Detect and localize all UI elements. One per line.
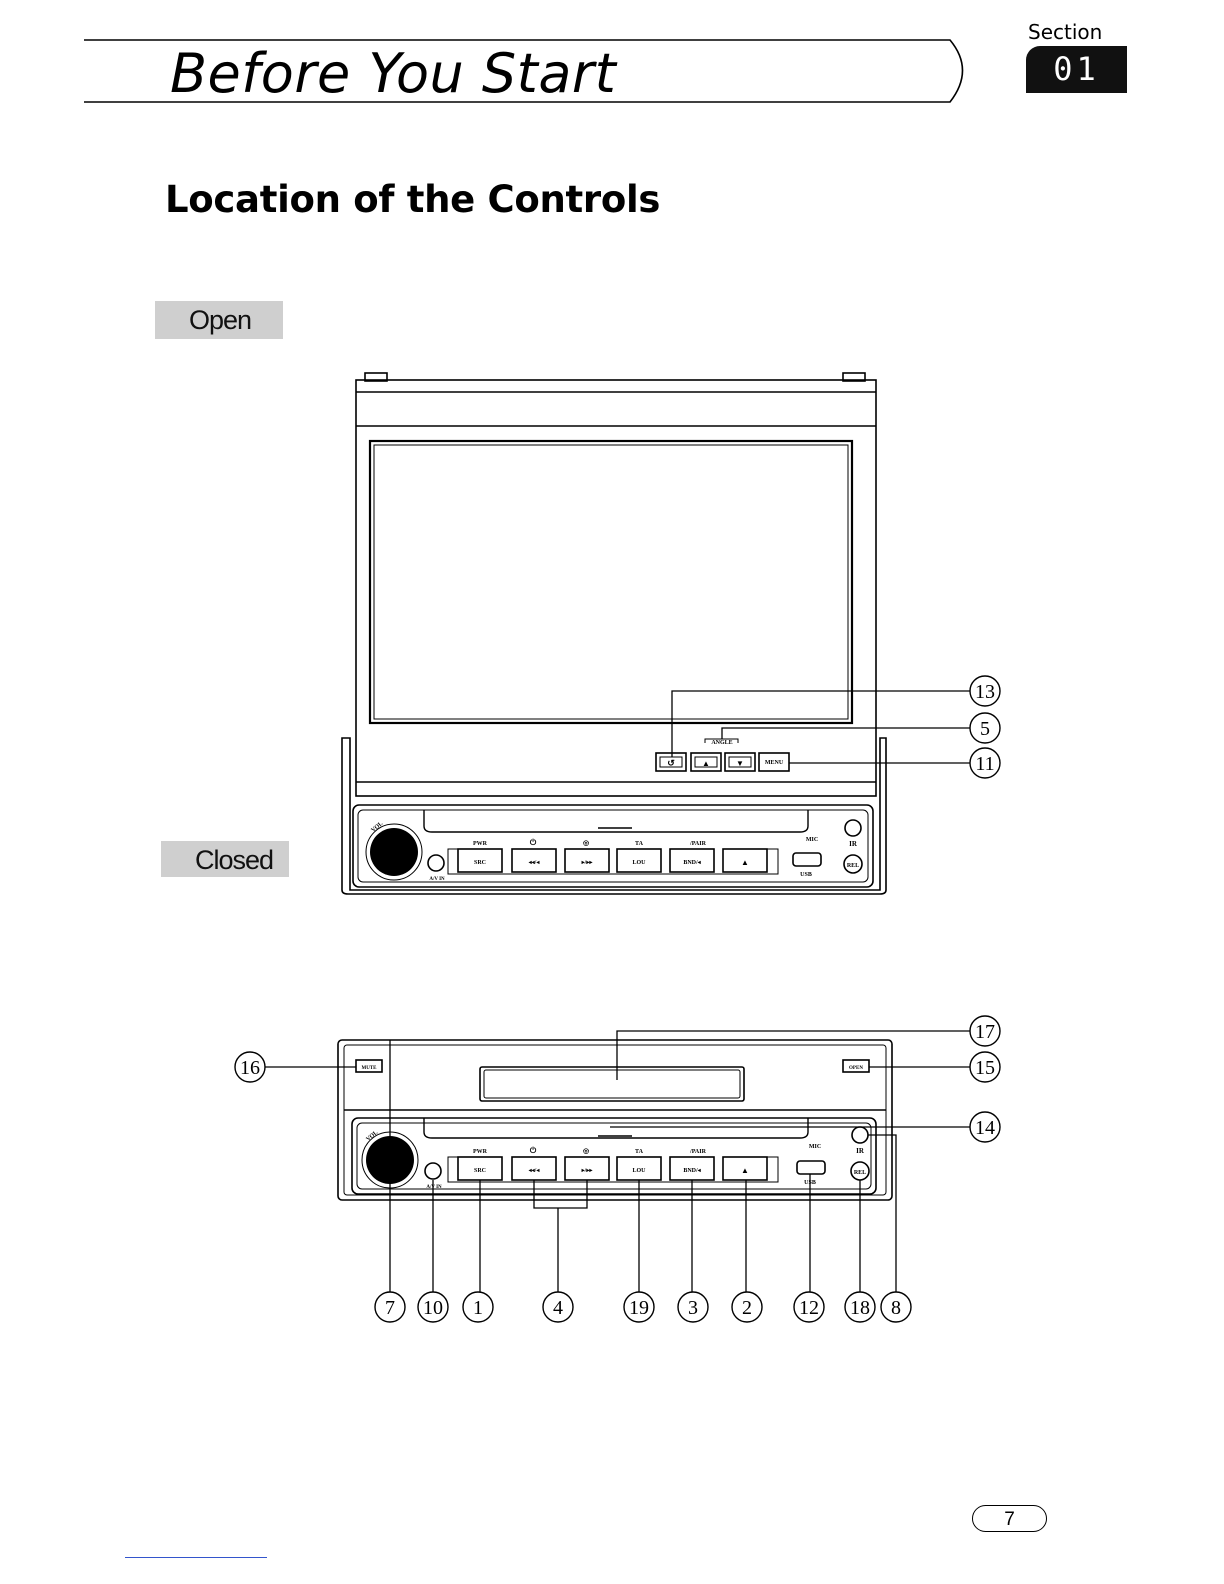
svg-text:⏻: ⏻ bbox=[530, 1146, 537, 1155]
svg-text:◂◂/◂: ◂◂/◂ bbox=[528, 860, 541, 866]
svg-text:◎: ◎ bbox=[583, 839, 589, 847]
callout-4: 4 bbox=[553, 1297, 563, 1319]
svg-text:PWR: PWR bbox=[473, 1149, 488, 1155]
open-unit-diagram: ↺ ▲ ▼ MENU ANGLE PWR ⏻ ◎ TA /PAIR MIC SR… bbox=[0, 360, 1224, 900]
footer-rule bbox=[125, 1557, 267, 1558]
svg-text:▲: ▲ bbox=[702, 759, 710, 768]
svg-text:▲: ▲ bbox=[741, 858, 749, 867]
callout-15: 15 bbox=[975, 1057, 995, 1079]
section-heading: Location of the Controls bbox=[165, 178, 660, 221]
svg-text:▸/▸▸: ▸/▸▸ bbox=[581, 1168, 594, 1174]
volume-knob bbox=[370, 828, 418, 876]
open-tag: Open bbox=[155, 301, 283, 339]
menu-button-label: MENU bbox=[765, 760, 784, 766]
open-button-label: OPEN bbox=[849, 1066, 863, 1071]
svg-text:/PAIR: /PAIR bbox=[689, 841, 707, 847]
svg-text:↺: ↺ bbox=[667, 758, 675, 768]
svg-text:A/V IN: A/V IN bbox=[426, 1185, 442, 1190]
callout-12: 12 bbox=[799, 1297, 819, 1319]
svg-text:/PAIR: /PAIR bbox=[689, 1149, 707, 1155]
svg-text:▼: ▼ bbox=[736, 759, 744, 768]
svg-text:▸/▸▸: ▸/▸▸ bbox=[581, 860, 594, 866]
callout-13: 13 bbox=[975, 681, 995, 703]
svg-text:REL: REL bbox=[854, 1170, 866, 1176]
svg-text:SRC: SRC bbox=[474, 1168, 486, 1174]
svg-text:◎: ◎ bbox=[583, 1147, 589, 1155]
svg-text:IR: IR bbox=[856, 1147, 865, 1155]
callout-5: 5 bbox=[980, 718, 990, 740]
svg-text:⏻: ⏻ bbox=[530, 838, 537, 847]
svg-text:REL: REL bbox=[847, 863, 859, 869]
svg-text:TA: TA bbox=[635, 1149, 644, 1155]
closed-unit-diagram: MUTE OPEN PWR ⏻ ◎ TA /PAIR MIC SRC ◂◂/◂ … bbox=[0, 1010, 1224, 1330]
callout-8: 8 bbox=[891, 1297, 901, 1319]
section-label: Section bbox=[1028, 20, 1102, 44]
callout-10: 10 bbox=[423, 1297, 443, 1319]
svg-text:◂◂/◂: ◂◂/◂ bbox=[528, 1168, 541, 1174]
angle-label: ANGLE bbox=[711, 740, 732, 746]
callout-1: 1 bbox=[473, 1297, 483, 1319]
svg-text:LOU: LOU bbox=[632, 1168, 646, 1174]
svg-text:PWR: PWR bbox=[473, 841, 488, 847]
svg-text:BND/◂: BND/◂ bbox=[683, 1168, 701, 1174]
callout-17: 17 bbox=[975, 1021, 995, 1043]
mute-button-label: MUTE bbox=[362, 1066, 378, 1071]
callout-18: 18 bbox=[850, 1297, 870, 1319]
callout-16: 16 bbox=[240, 1057, 260, 1079]
callout-19: 19 bbox=[629, 1297, 649, 1319]
svg-text:SRC: SRC bbox=[474, 860, 486, 866]
callout-7: 7 bbox=[385, 1297, 395, 1319]
page-number: 7 bbox=[972, 1505, 1047, 1532]
callout-14: 14 bbox=[975, 1117, 995, 1139]
callout-2: 2 bbox=[742, 1297, 752, 1319]
svg-text:A/V IN: A/V IN bbox=[429, 877, 445, 882]
svg-text:IR: IR bbox=[849, 840, 858, 848]
section-badge: 01 bbox=[1026, 46, 1127, 93]
svg-text:USB: USB bbox=[800, 872, 812, 878]
svg-text:BND/◂: BND/◂ bbox=[683, 860, 701, 866]
svg-text:MIC: MIC bbox=[806, 837, 818, 843]
svg-text:MIC: MIC bbox=[809, 1144, 821, 1150]
callout-11: 11 bbox=[975, 753, 994, 775]
svg-text:TA: TA bbox=[635, 841, 644, 847]
svg-text:▲: ▲ bbox=[741, 1166, 749, 1175]
callout-3: 3 bbox=[688, 1297, 698, 1319]
svg-text:LOU: LOU bbox=[632, 860, 646, 866]
